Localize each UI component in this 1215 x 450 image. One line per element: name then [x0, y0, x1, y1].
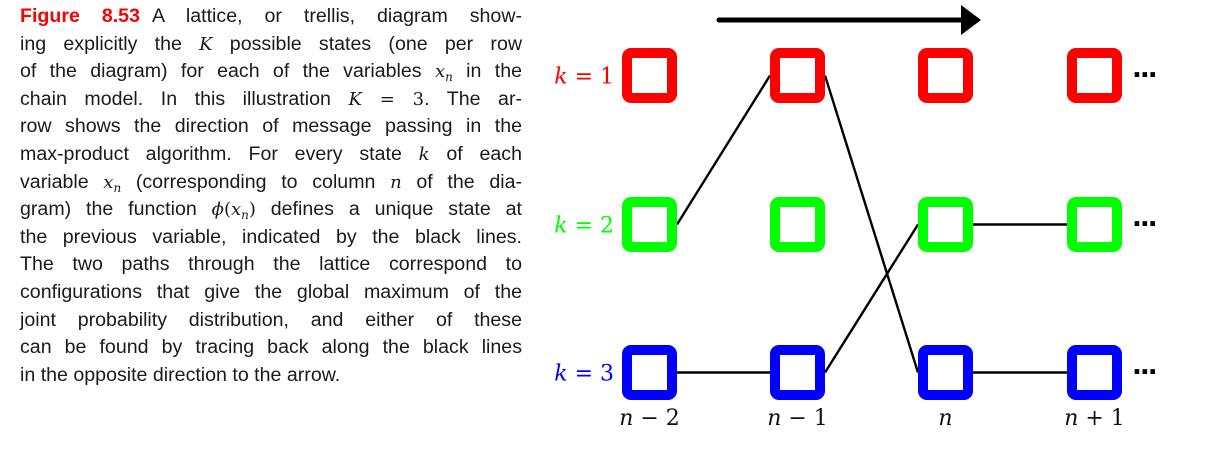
row-label-variable: k [554, 214, 567, 239]
state-node-k3-col2 [770, 345, 825, 400]
caption-line: Figure 8.53 A lattice, or trellis, diagra… [20, 3, 522, 31]
state-node-k1-col4 [1067, 48, 1122, 103]
math-variable: k [418, 143, 430, 165]
caption-text: in the [452, 60, 522, 83]
caption-text: A lattice, or trellis, diagram show- [151, 5, 522, 27]
state-node-k2-col4 [1067, 197, 1122, 252]
path-line [823, 223, 920, 374]
row-label-variable: k [554, 362, 567, 387]
math-symbol: ϕ [212, 199, 224, 220]
state-node-k3-col1 [622, 345, 677, 400]
caption-line: chain model. In this illustration K = 3.… [20, 86, 522, 114]
caption-line: row shows the direction of message passi… [20, 113, 522, 141]
figure-label: Figure 8.53 [20, 5, 140, 27]
caption-text: variable [20, 170, 104, 193]
math-variable: n [390, 171, 402, 193]
math-operator: ) [248, 199, 256, 221]
state-node-k3-col4 [1067, 345, 1122, 400]
figure-caption: Figure 8.53 A lattice, or trellis, diagra… [20, 3, 522, 389]
state-node-k2-col3 [918, 197, 973, 252]
caption-text: of the dia- [401, 170, 522, 193]
labels: ··· k = 1 ··· k = 2 ··· k = 3n − 2 n − 1 n n + 1 [554, 61, 1158, 432]
math-symbol: xn [230, 199, 249, 223]
caption-text: can be found by tracing back along the b… [20, 336, 522, 359]
state-node-k2-col2 [770, 197, 825, 252]
row-label-value: = 2 [568, 214, 614, 239]
math-subscript: n [445, 70, 453, 85]
caption-line: can be found by tracing back along the b… [20, 334, 522, 362]
column-label-3: n [938, 406, 952, 431]
state-node-k2-col1 [622, 197, 677, 252]
caption-line: the previous variable, indicated by the … [20, 224, 522, 252]
row-label-k2: k = 2 [554, 214, 614, 239]
row-label-k3: k = 3 [554, 362, 614, 387]
caption-line: ing explicitly the K possible states (on… [20, 31, 522, 59]
math-symbol: n [390, 172, 402, 193]
caption-text: row shows the direction of message passi… [20, 115, 522, 138]
math-subscript: n [113, 180, 122, 195]
column-label-4: n + 1 [1064, 406, 1125, 431]
caption-text: possible states (one per row [212, 32, 522, 55]
math-symbol: k [419, 144, 430, 165]
continuation-ellipsis: ··· [1132, 61, 1156, 91]
caption-text: joint probability distribution, and eith… [20, 308, 522, 331]
path-line [823, 75, 920, 373]
caption-text: max-product algorithm. For every state [20, 142, 419, 165]
caption-text: The two paths through the lattice corres… [20, 253, 522, 276]
math-variable: x [434, 61, 446, 83]
math-variable: K [348, 88, 362, 110]
caption-line: variable xn (corresponding to column n o… [20, 169, 522, 197]
row-label-value: = 3 [568, 362, 614, 387]
caption-text: configurations that give the global maxi… [20, 280, 522, 303]
row-label-k1: k = 1 [554, 65, 614, 90]
caption-text: . The ar- [424, 87, 523, 110]
path-lines [675, 74, 1067, 374]
caption-text: of the diagram) for each of the variable… [20, 60, 435, 83]
state-node-k1-col1 [622, 48, 677, 103]
math-symbol: K [348, 89, 361, 110]
row-label-value: = 1 [568, 65, 614, 90]
caption-line: of the diagram) for each of the variable… [20, 58, 522, 86]
caption-line: gram) the function ϕ(xn) defines a uniqu… [20, 196, 522, 224]
caption-text: in the opposite direction to the arrow. [20, 363, 341, 386]
caption-text: of each [429, 142, 522, 165]
caption-line: in the opposite direction to the arrow. [20, 362, 522, 390]
math-operator: ( [223, 199, 231, 221]
state-nodes [622, 48, 1122, 400]
math-operator: = 3 [361, 88, 425, 110]
math-variable: K [199, 33, 213, 55]
path-line [675, 74, 772, 226]
math-variable: x [103, 171, 114, 193]
state-node-k3-col3 [918, 345, 973, 400]
continuation-ellipsis: ··· [1132, 358, 1156, 388]
math-symbol: K [199, 34, 212, 55]
column-label-2: n − 1 [767, 406, 828, 431]
math-variable: ϕ [211, 199, 224, 221]
caption-text: gram) the function [20, 198, 212, 221]
continuation-ellipsis: ··· [1132, 210, 1156, 240]
caption-text: ing explicitly the [20, 32, 200, 55]
row-label-variable: k [554, 65, 567, 90]
caption-text: the previous variable, indicated by the … [20, 225, 522, 248]
caption-text: chain model. In this illustration [20, 87, 349, 110]
caption-text: (corresponding to column [121, 170, 391, 193]
math-variable: x [230, 199, 242, 221]
state-node-k1-col3 [918, 48, 973, 103]
math-symbol: xn [103, 171, 122, 195]
caption-line: joint probability distribution, and eith… [20, 307, 522, 335]
column-label-1: n − 2 [619, 406, 680, 431]
caption-line: configurations that give the global maxi… [20, 279, 522, 307]
math-symbol: xn [434, 61, 453, 85]
math-subscript: n [241, 208, 249, 223]
caption-text: defines a unique state at [255, 198, 522, 221]
state-node-k1-col2 [770, 48, 825, 103]
caption-line: max-product algorithm. For every state k… [20, 141, 522, 169]
caption-line: The two paths through the lattice corres… [20, 251, 522, 279]
